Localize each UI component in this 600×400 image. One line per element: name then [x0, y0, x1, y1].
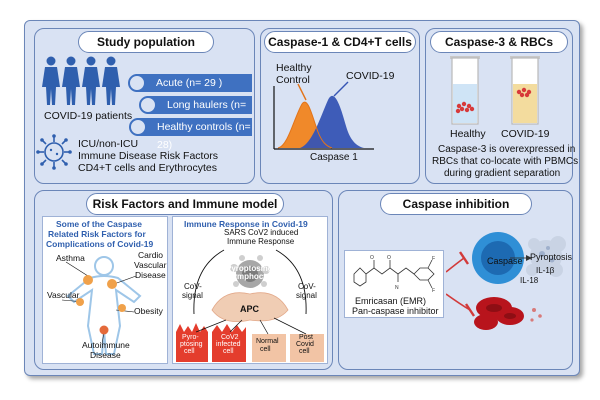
red-blood-cells [474, 297, 524, 330]
healthy-pointer [297, 83, 307, 101]
virus-icon [36, 134, 72, 170]
factor-autoimmune-1: Autoimmune [82, 340, 130, 350]
sars-label-2: Immune Response [227, 237, 295, 246]
caspase3-title: Caspase-3 & RBCs [430, 31, 568, 53]
covid-label: COVID-19 [346, 70, 395, 82]
svg-text:F: F [432, 288, 435, 294]
pyroptosis-label: Pyroptosis [530, 252, 573, 262]
drug-name: Emricasan (EMR) [355, 296, 427, 306]
cell-pyro-2: ptosing [180, 341, 203, 348]
factor-vascular: Vascular [47, 290, 80, 300]
healthy-tube-label: Healthy [450, 128, 486, 140]
cell-pyro-3: cell [184, 348, 195, 355]
immune-model-diagram [176, 249, 324, 362]
vessel-icon [76, 298, 84, 306]
belly-icon [118, 304, 126, 312]
factor-cardio-3: Disease [135, 270, 166, 280]
normal-cell [252, 334, 286, 362]
il1b-label: IL-1β [536, 266, 555, 275]
group-label-healthy-controls: Healthy controls (n= 28) [157, 121, 251, 151]
emricasan-structure: O O N F F [353, 255, 435, 294]
caspase1-axis-label: Caspase 1 [310, 152, 358, 163]
group-bar-long-haulers: Long haulers (n= 36 ) [147, 96, 252, 129]
healthy-control-label-line1: Healthy [276, 62, 312, 74]
detail-cells: CD4+T cells and Erythrocytes [78, 162, 217, 174]
test-tubes-illustration [450, 56, 540, 125]
patients-label: COVID-19 patients [44, 110, 133, 122]
pyro-lymph-label-1: Pyroptosing [226, 264, 273, 273]
group-bar-healthy-controls-cap [129, 118, 147, 136]
covid-distribution [300, 95, 364, 148]
cov-signal-left-1: CoV- [184, 282, 202, 291]
caspase3-desc-3: during gradient separation [444, 168, 561, 179]
inhibition-title: Caspase inhibition [380, 193, 532, 215]
risk-heading-1: Some of the Caspase [56, 219, 142, 229]
apc-cell [211, 292, 289, 323]
group-bar-acute: Acute (n= 29 ) [136, 74, 252, 92]
factor-obesity: Obesity [134, 306, 163, 316]
cell-infected-2: infected [216, 341, 241, 348]
immune-icon [99, 325, 109, 335]
risk-title: Risk Factors and Immune model [86, 193, 284, 215]
caspase1-panel [260, 28, 420, 184]
risk-heading-3: Complications of Covid-19 [46, 239, 154, 249]
cell-pyro-1: Pyro- [182, 334, 199, 341]
apc-label: APC [240, 304, 260, 314]
cell-normal-1: Normal [256, 338, 279, 345]
patient-figures-icon [42, 56, 120, 105]
cell-post-2: Covid [296, 341, 314, 348]
cell-post-3: cell [299, 348, 310, 355]
svg-text:O: O [370, 255, 374, 261]
group-label-acute: Acute (n= 29 ) [156, 77, 223, 89]
infected-cell [212, 332, 246, 362]
caspase3-desc-2: RBCs that co-locate with PBMCs [432, 156, 579, 167]
cell-infected-3: cell [223, 348, 234, 355]
drug-desc: Pan-caspase inhibitor [352, 306, 439, 316]
heart-icon [107, 279, 117, 289]
immune-heading: Immune Response in Covid-19 [184, 219, 308, 229]
detail-risk-factors: Immune Disease Risk Factors [78, 150, 219, 162]
inhibition-diagram [446, 232, 566, 330]
caspase3-desc-1: Caspase-3 is overexpressed in [438, 144, 576, 155]
pyro-lymph-label-2: Lymphocyte [228, 272, 275, 281]
cov-signal-right-2: signal [296, 291, 317, 300]
caspase-label: Caspase [487, 256, 523, 266]
lungs-icon [83, 275, 93, 285]
body-outline-illustration [61, 256, 142, 355]
healthy-control-label-line2: Control [276, 74, 310, 86]
il18-label: IL-18 [520, 276, 539, 285]
drug-structure-card [344, 250, 444, 318]
covid-tube-label: COVID-19 [501, 128, 550, 140]
healthy-distribution-edge [277, 101, 333, 149]
cov-signal-left-2: signal [182, 291, 203, 300]
factor-autoimmune-2: Disease [90, 350, 121, 360]
cell-post-1: Post [299, 334, 314, 341]
cov-signal-right-1: CoV- [298, 282, 316, 291]
cell-normal-2: cell [260, 346, 271, 353]
group-bar-acute-cap [128, 74, 146, 92]
pyroptosing-cell [176, 332, 208, 362]
group-bar-long-haulers-cap [139, 96, 157, 114]
factor-asthma: Asthma [56, 253, 85, 263]
post-covid-cell [290, 334, 324, 362]
factor-cardio-1: Cardio [138, 250, 164, 260]
caspase1-title: Caspase-1 & CD4+T cells [264, 31, 416, 53]
caspase3-panel [425, 28, 573, 184]
factor-cardio-2: Vascular [134, 260, 167, 270]
svg-text:N: N [395, 285, 399, 291]
svg-text:O: O [387, 255, 391, 261]
svg-text:F: F [432, 256, 435, 262]
cell-infected-1: CoV2 [221, 334, 239, 341]
sars-label-1: SARS CoV2 induced [224, 228, 299, 237]
risk-heading-2: Related Risk Factors for [48, 229, 146, 239]
study-population-title: Study population [78, 31, 214, 53]
covid-pointer [333, 81, 349, 97]
detail-icu: ICU/non-ICU [78, 138, 139, 150]
caspase1-histogram [273, 81, 374, 150]
group-bar-healthy-controls: Healthy controls (n= 28) [137, 118, 252, 151]
